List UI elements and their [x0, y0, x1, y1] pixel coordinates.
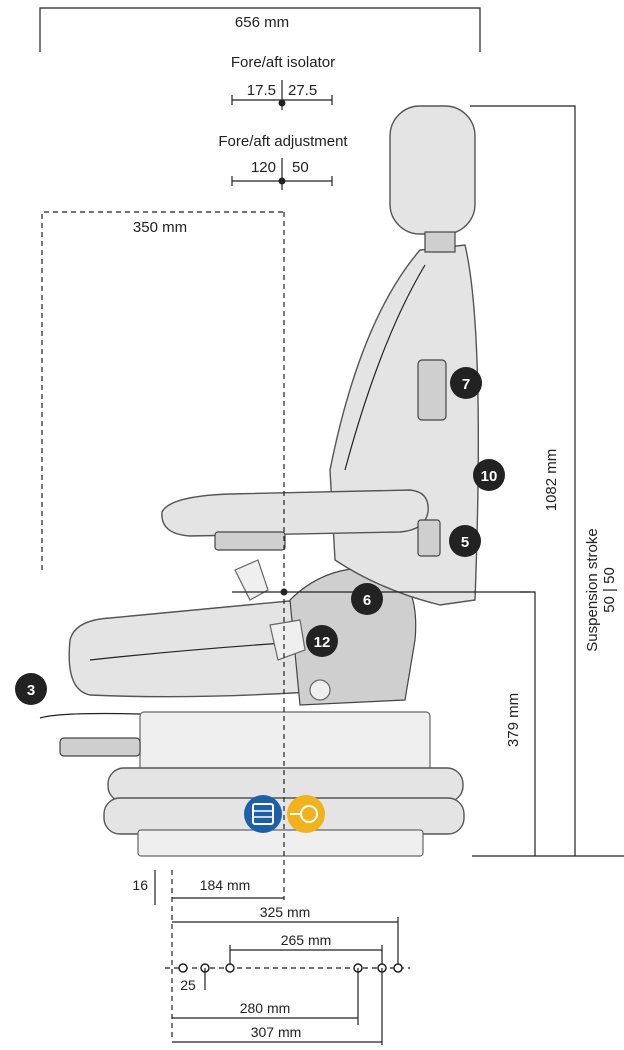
- label-350: 350 mm: [133, 219, 187, 236]
- svg-text:5: 5: [461, 534, 469, 551]
- lever-handle: [59, 737, 141, 757]
- svg-text:6: 6: [363, 592, 371, 609]
- callout-7: 7: [450, 367, 482, 399]
- callout-12: 12: [306, 625, 338, 657]
- callout-10: 10: [473, 459, 505, 491]
- label-isolator-left: 17.5: [247, 82, 276, 99]
- air-suspension-icon: [244, 795, 282, 833]
- dim-379-line: [520, 591, 536, 856]
- callout-5: 5: [449, 525, 481, 557]
- backrest-seam: [344, 264, 426, 471]
- callout-badges: 7 10 5 6 12 3: [15, 367, 505, 705]
- dimension-lines: [39, 7, 624, 1045]
- callout-6: 6: [351, 583, 383, 615]
- label-656: 656 mm: [235, 14, 289, 31]
- seat-belt-buckle: [234, 559, 269, 601]
- mechanism-knob: [309, 679, 331, 701]
- armrest: [161, 489, 429, 537]
- svg-text:10: 10: [481, 468, 498, 485]
- label-adjustment-right: 50: [292, 159, 309, 176]
- label-suspension-stroke: Suspension stroke: [584, 528, 601, 651]
- seat-belt-latch: [269, 619, 306, 661]
- lumbar-control: [417, 359, 447, 421]
- seat-illustration: [39, 105, 480, 857]
- label-adjustment-left: 120: [251, 159, 276, 176]
- dimension-labels: 656 mm Fore/aft isolator 17.5 27.5 Fore/…: [132, 14, 618, 1040]
- label-379: 379 mm: [505, 693, 522, 747]
- svg-text:3: 3: [27, 682, 35, 699]
- bellows-upper: [107, 767, 464, 803]
- compressor-icon: [287, 795, 325, 833]
- adjustment-center-dot: [278, 177, 286, 185]
- label-suspension-values: 50 | 50: [601, 567, 618, 613]
- label-307: 307 mm: [251, 1024, 302, 1040]
- label-16: 16: [132, 877, 148, 893]
- label-265: 265 mm: [281, 932, 332, 948]
- dim-350-bracket: [41, 211, 284, 570]
- adjust-lever: [39, 712, 141, 719]
- mount-hole-3: [225, 963, 235, 973]
- sip-dot: [280, 588, 288, 596]
- label-fore-aft-isolator: Fore/aft isolator: [231, 54, 335, 71]
- label-1082: 1082 mm: [543, 449, 560, 512]
- headrest-post: [424, 231, 456, 253]
- label-280: 280 mm: [240, 1000, 291, 1016]
- feature-icons: [244, 795, 325, 833]
- mount-hole-6: [393, 963, 403, 973]
- dim-1082-line: [470, 105, 576, 856]
- svg-text:7: 7: [462, 376, 470, 393]
- armrest-adjuster: [417, 519, 441, 557]
- label-isolator-right: 27.5: [288, 82, 317, 99]
- headrest: [389, 105, 476, 235]
- label-25: 25: [180, 977, 196, 993]
- mount-hole-1: [178, 963, 188, 973]
- label-184: 184 mm: [200, 877, 251, 893]
- dim-656-bracket: [39, 7, 481, 52]
- svg-text:12: 12: [314, 634, 331, 651]
- base-plate: [137, 829, 424, 857]
- isolator-center-dot: [278, 99, 286, 107]
- label-325: 325 mm: [260, 904, 311, 920]
- label-fore-aft-adjustment: Fore/aft adjustment: [218, 133, 348, 150]
- callout-3: 3: [15, 673, 47, 705]
- armrest-bracket: [214, 531, 286, 551]
